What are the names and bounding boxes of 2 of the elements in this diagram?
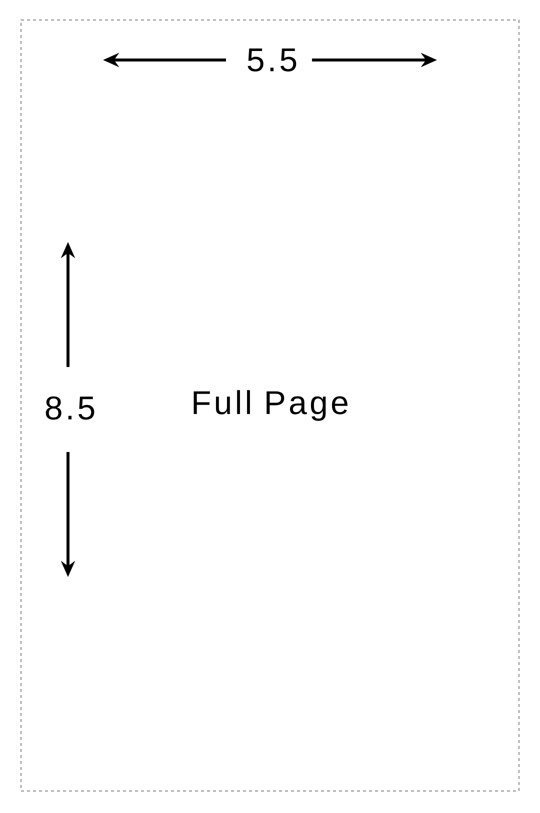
dimension-label: 5.5 <box>248 48 296 72</box>
dimension-label: 8.5 <box>46 396 94 420</box>
